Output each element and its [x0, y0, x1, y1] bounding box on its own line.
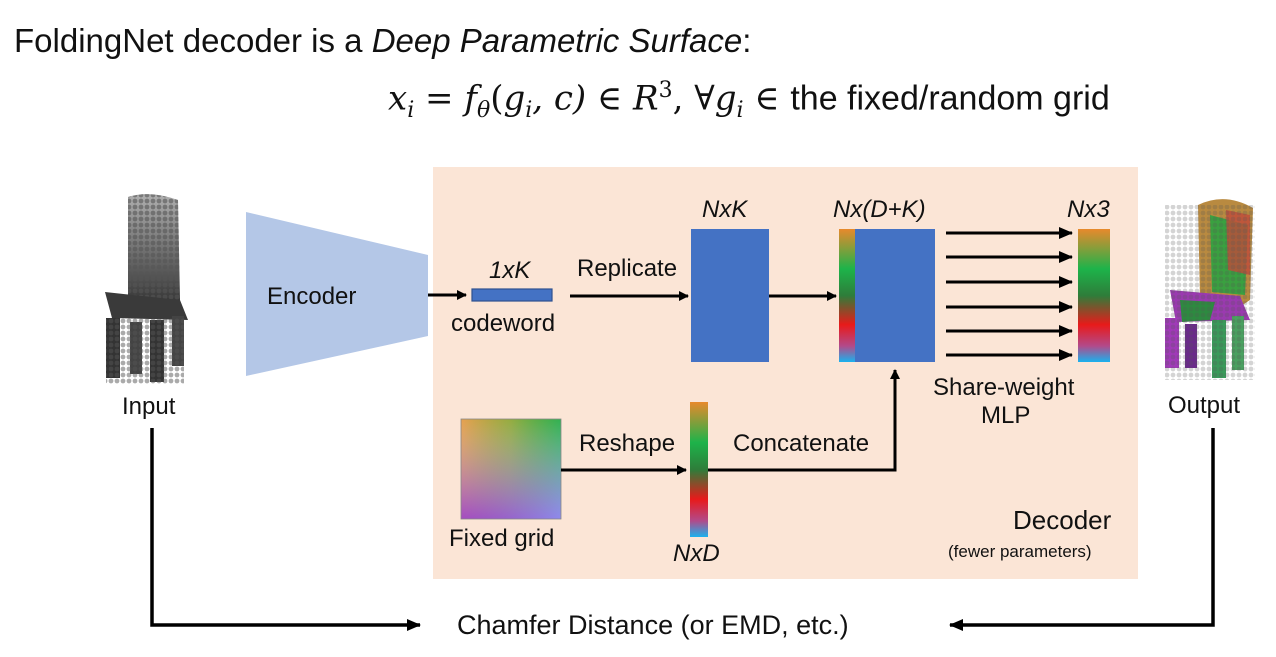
title-suffix: :	[742, 22, 752, 59]
formula-arg1: g	[503, 78, 526, 119]
formula-space: R	[632, 78, 659, 119]
title-prefix: FoldingNet decoder is a	[14, 22, 372, 59]
decoder-label: Decoder	[1013, 505, 1112, 535]
formula-lhs: x	[388, 78, 408, 119]
codeword-dim-label: 1xK	[489, 257, 531, 284]
mlp-arrows	[946, 227, 1073, 361]
formula-forall: , ∀	[672, 78, 715, 119]
fixed-grid-label: Fixed grid	[449, 525, 555, 552]
input-label: Input	[122, 393, 176, 420]
fixed-grid-image	[460, 418, 562, 520]
nxd-label: NxD	[673, 540, 720, 567]
nxd-color-strip	[690, 402, 708, 537]
share-weight-label: Share-weight	[933, 374, 1075, 401]
output-chair-image	[1165, 199, 1255, 380]
concatenate-label: Concatenate	[733, 430, 870, 457]
concat-color-strip	[839, 229, 855, 362]
formula-eq: =	[414, 78, 465, 119]
decoder-note: (fewer parameters)	[948, 542, 1092, 561]
formula-member2: ∈	[743, 78, 791, 119]
formula-var: g	[714, 78, 737, 119]
nxdk-label: Nx(D+K)	[833, 196, 926, 223]
input-chair-image	[105, 194, 188, 384]
mlp-label: MLP	[981, 402, 1031, 429]
formula-member: ∈	[586, 78, 633, 119]
formula-space-sup: 3	[658, 78, 673, 103]
formula-paren: (	[490, 78, 504, 119]
loss-label: Chamfer Distance (or EMD, etc.)	[457, 610, 849, 640]
concat-block	[855, 229, 935, 362]
nxk-label: NxK	[702, 196, 748, 223]
title-emphasis: Deep Parametric Surface	[371, 22, 743, 59]
nxk-block	[691, 229, 769, 362]
encoder-block	[246, 212, 428, 376]
replicate-label: Replicate	[577, 255, 678, 282]
formula-arg1-sub: i	[525, 98, 533, 124]
output-label: Output	[1168, 392, 1241, 419]
slide-title: FoldingNet decoder is a Deep Parametric …	[14, 22, 751, 60]
formula-lhs-sub: i	[407, 98, 415, 124]
arrow-output-to-loss	[949, 428, 1215, 631]
formula-var-sub: i	[736, 98, 744, 124]
formula: xi = fθ(gi, c) ∈ R3, ∀gi ∈ the fixed/ran…	[388, 78, 1110, 123]
arrow-concatenate	[708, 369, 900, 472]
arrow-input-to-loss	[150, 428, 421, 631]
nx3-color-strip	[1078, 229, 1110, 362]
encoder-label: Encoder	[267, 283, 357, 310]
reshape-label: Reshape	[579, 430, 676, 457]
codeword-label: codeword	[451, 310, 556, 337]
formula-fn-sub: θ	[476, 98, 491, 124]
codeword-bar	[471, 288, 553, 302]
formula-args-rest: , c)	[532, 78, 587, 119]
formula-fn: f	[464, 78, 477, 119]
nx3-label: Nx3	[1067, 196, 1110, 223]
formula-tail: the fixed/random grid	[790, 79, 1110, 118]
